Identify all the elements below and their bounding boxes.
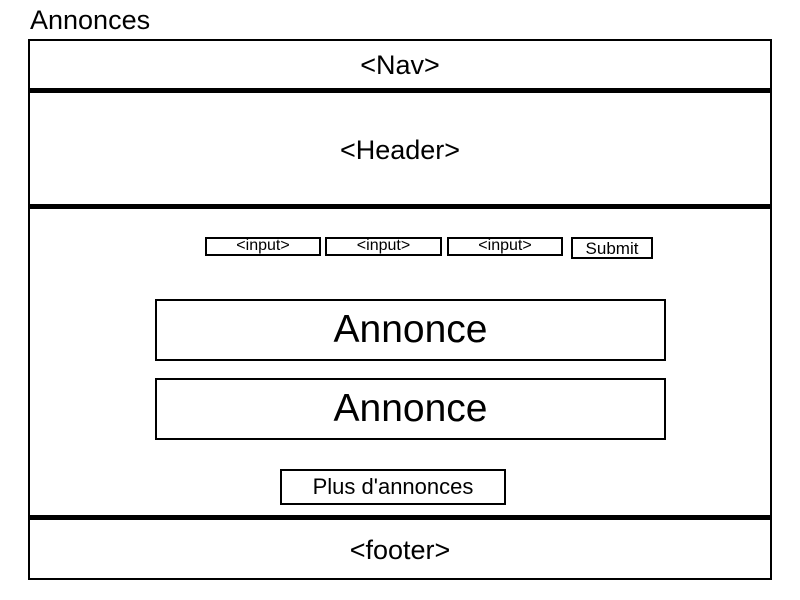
submit-button[interactable]: Submit (571, 237, 653, 259)
wireframe-frame: <Nav> <Header> <input> <input> <input> S… (28, 39, 772, 580)
nav-divider (28, 88, 772, 93)
listing-card[interactable]: Annonce (155, 299, 666, 361)
header-divider (28, 204, 772, 209)
search-input-3[interactable]: <input> (447, 237, 563, 256)
search-input-1[interactable]: <input> (205, 237, 321, 256)
nav-placeholder: <Nav> (360, 50, 440, 80)
page-title: Annonces (30, 5, 151, 35)
more-listings-button[interactable]: Plus d'annonces (280, 469, 506, 505)
search-input-2[interactable]: <input> (325, 237, 442, 256)
footer-divider (28, 515, 772, 520)
footer-placeholder: <footer> (349, 535, 451, 565)
header-placeholder: <Header> (339, 135, 461, 165)
listing-card[interactable]: Annonce (155, 378, 666, 440)
